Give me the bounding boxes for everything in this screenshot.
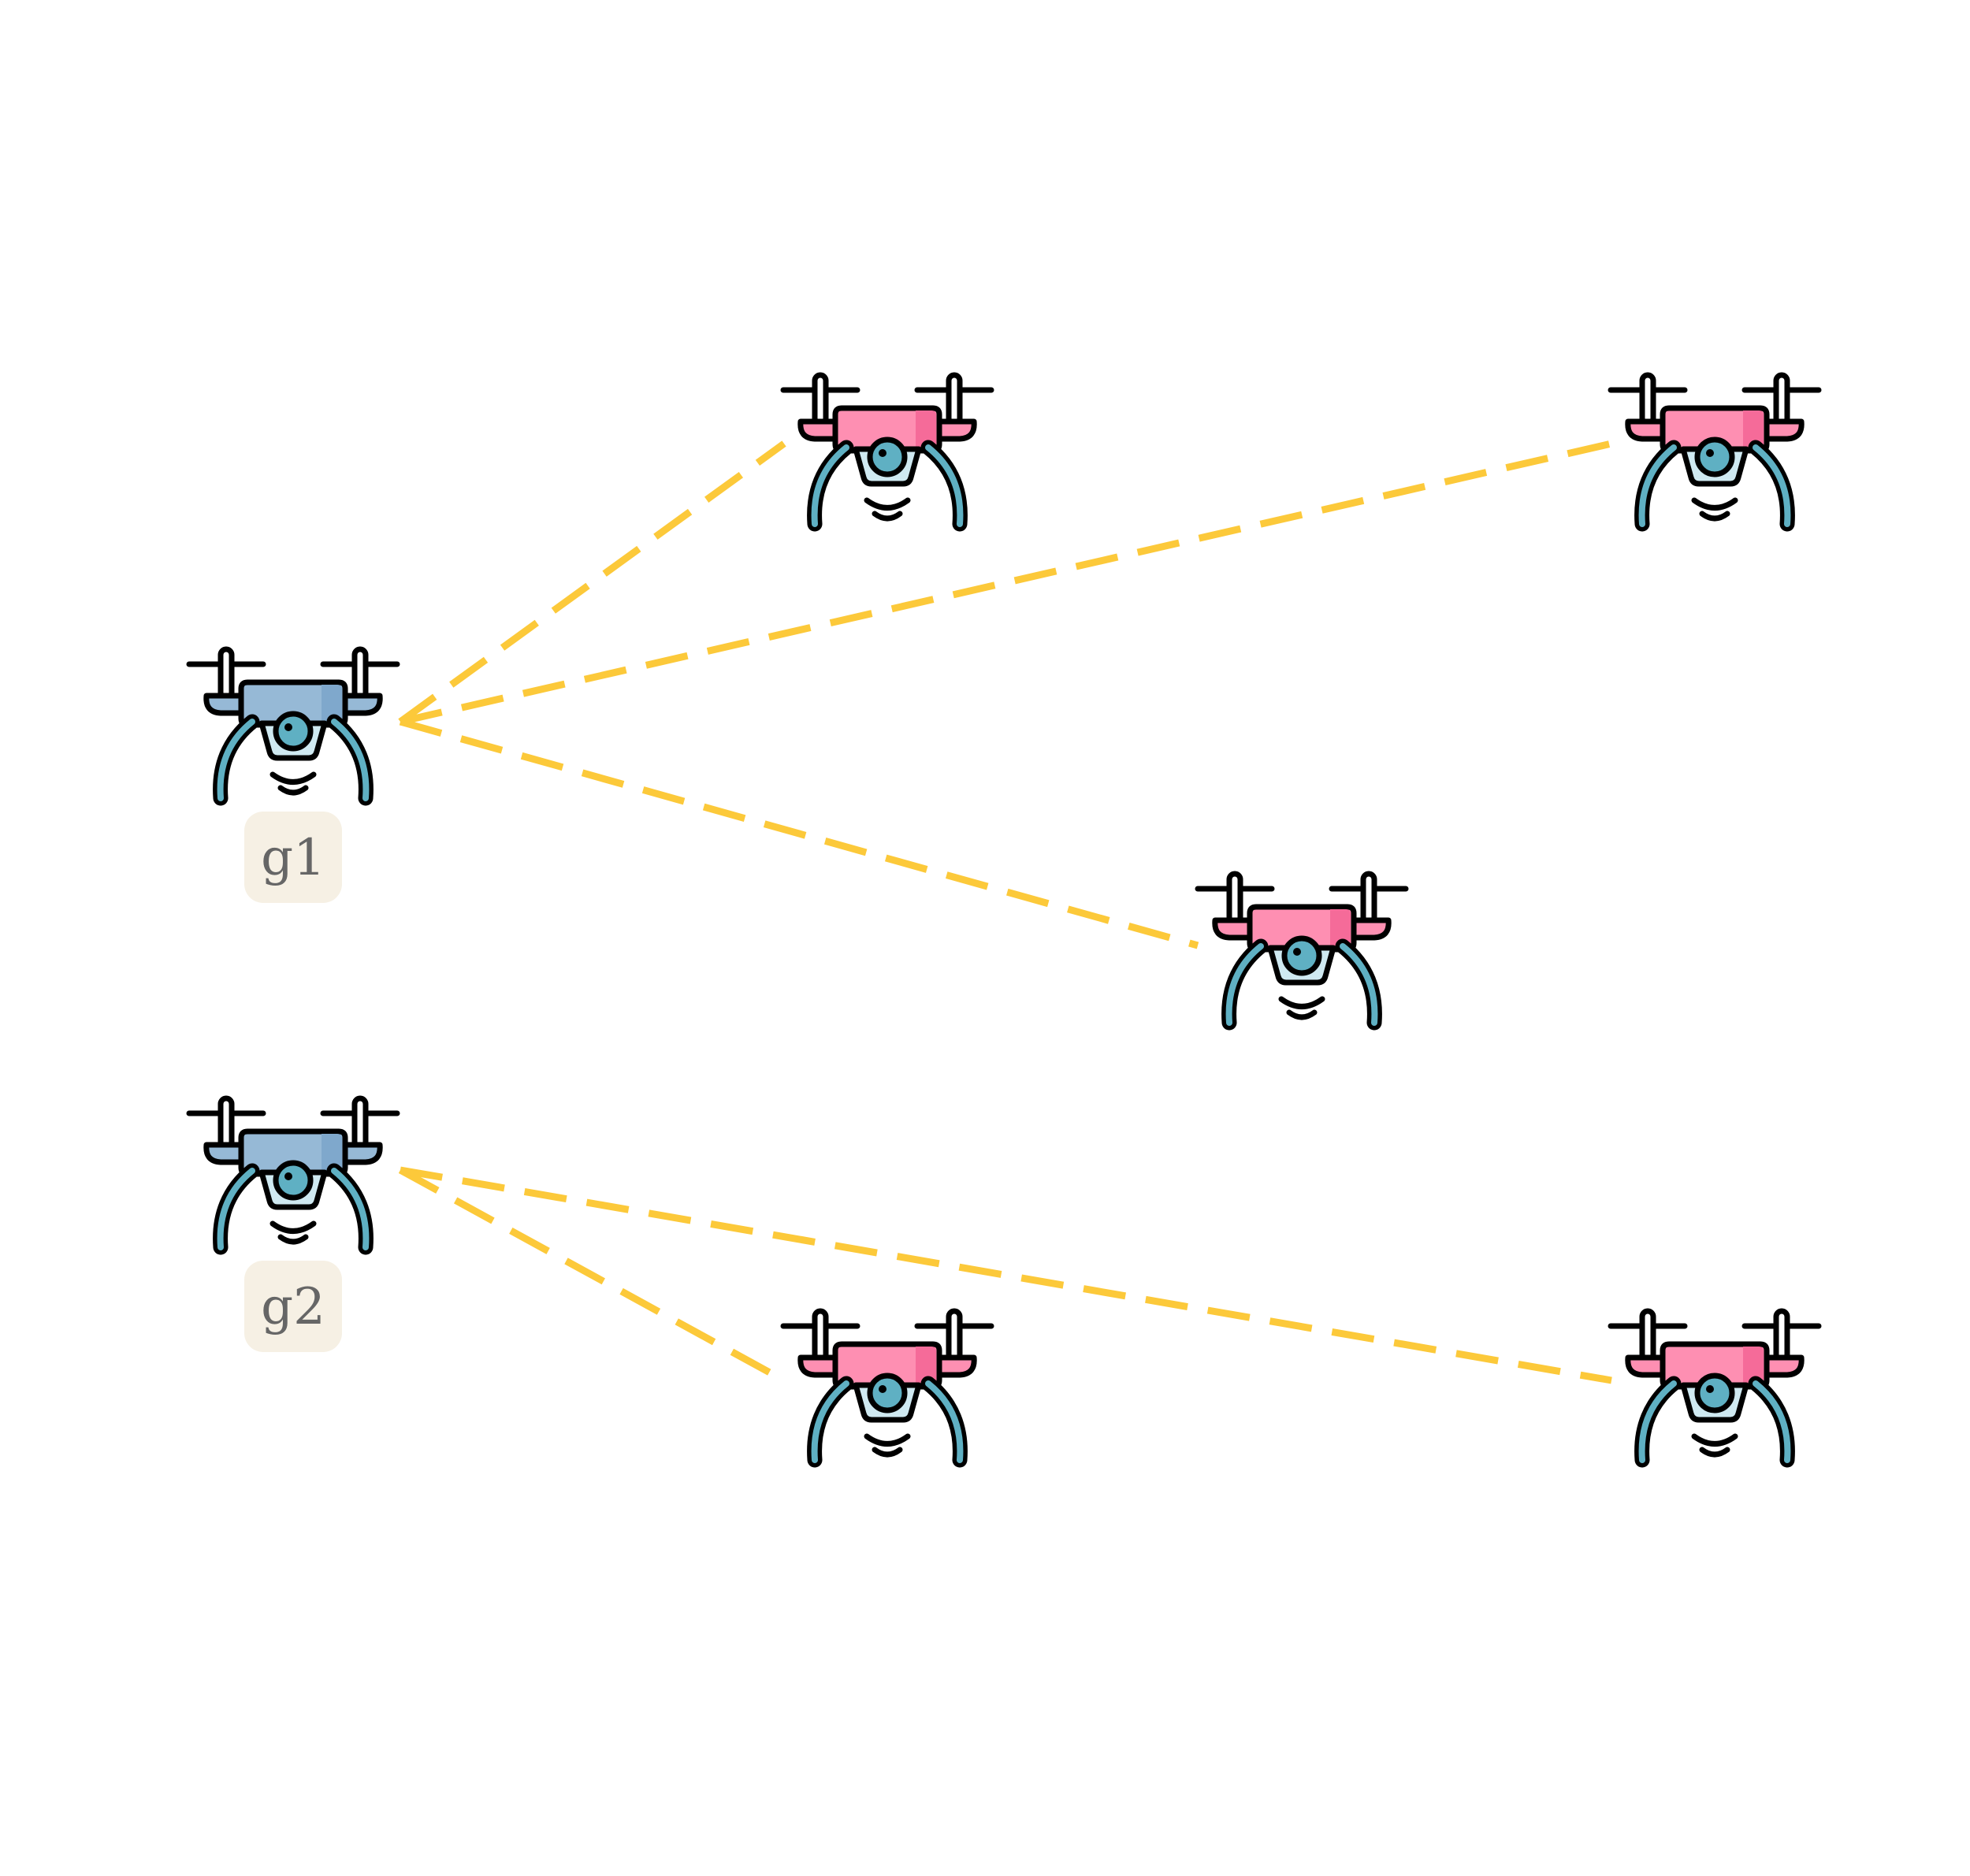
aerial-drone-icon <box>780 1308 994 1468</box>
ground-drone-icon <box>186 1095 400 1255</box>
ground-drone-icon <box>186 646 400 806</box>
label-box <box>244 812 342 903</box>
label-box <box>244 1261 342 1352</box>
node-a3 <box>1195 871 1409 1031</box>
node-a1 <box>780 372 994 532</box>
label-text: g1 <box>261 829 325 887</box>
link-g1-a1 <box>398 440 786 725</box>
aerial-drone-icon <box>1608 1308 1822 1468</box>
node-label-g1: g1 <box>244 812 342 903</box>
aerial-drone-icon <box>1195 871 1409 1031</box>
node-a2 <box>1608 372 1822 532</box>
aerial-drone-icon <box>780 372 994 532</box>
aerial-drone-icon <box>1608 372 1822 532</box>
nodes-layer: g1 g2 <box>186 372 1822 1468</box>
link-g2-a4 <box>398 1167 786 1384</box>
links-layer <box>398 440 1613 1384</box>
node-g1 <box>186 646 400 806</box>
node-a4 <box>780 1308 994 1468</box>
node-label-g2: g2 <box>244 1261 342 1352</box>
link-g1-a2 <box>399 440 1613 726</box>
link-g2-a5 <box>400 1166 1612 1384</box>
node-a5 <box>1608 1308 1822 1468</box>
node-g2 <box>186 1095 400 1255</box>
link-g1-a3 <box>399 718 1199 949</box>
label-text: g2 <box>261 1278 325 1336</box>
